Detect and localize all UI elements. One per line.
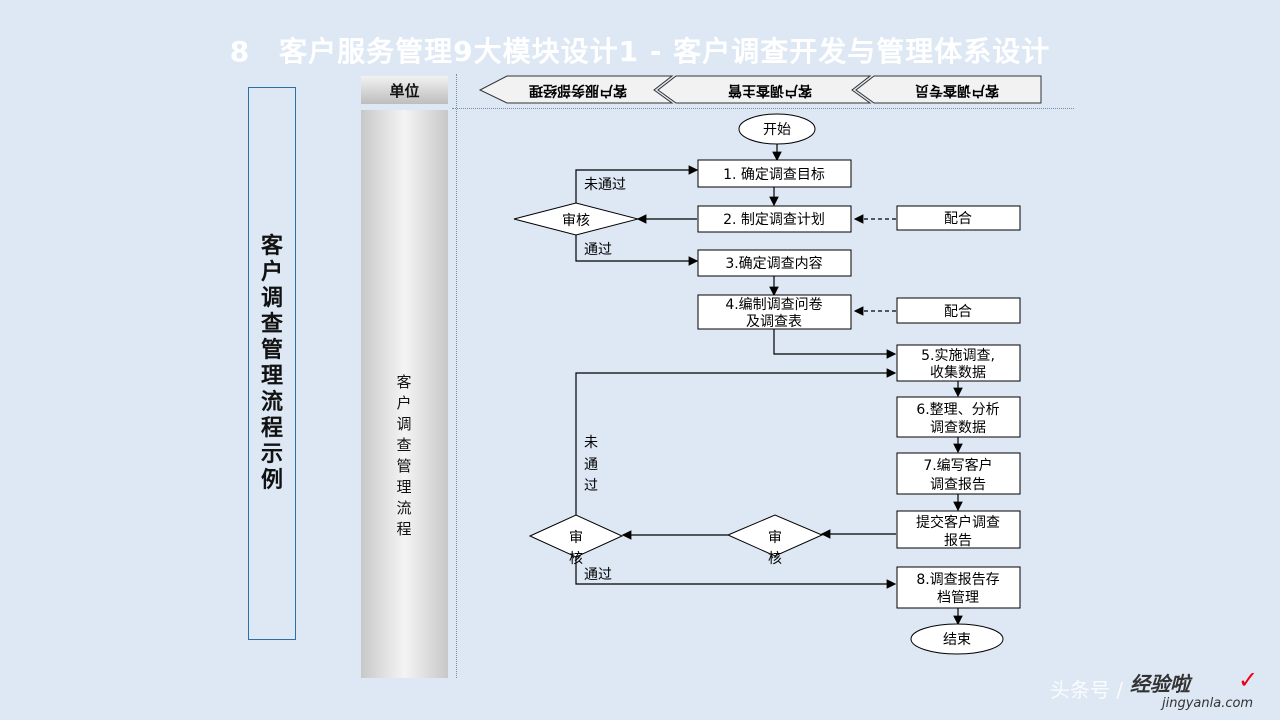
step-5-box	[896, 344, 1021, 382]
step-7-label-a: 7.编写客户	[923, 457, 992, 474]
role-arrow-1	[478, 75, 674, 104]
cooperate-label-2: 配合	[944, 304, 972, 320]
end-node	[910, 623, 1004, 655]
cooperate-box-1	[896, 205, 1021, 231]
review-diamond-1	[513, 202, 639, 236]
edge-pass-1: 通过	[584, 242, 612, 258]
role-label-2: 客户调查主管	[728, 82, 813, 99]
edge-fail-2-a: 未	[584, 435, 598, 451]
step-4-box	[697, 294, 852, 330]
lane-divider-horizontal	[452, 108, 1074, 109]
step-3-label: 3.确定调查内容	[725, 255, 822, 272]
step-4-label-b: 及调查表	[746, 314, 802, 330]
lane-divider-vertical	[456, 74, 457, 678]
left-title-panel: 客户调查管理流程示例	[248, 87, 296, 640]
review-2-label-a: 审	[768, 530, 782, 546]
step-2-label: 2. 制定调查计划	[723, 212, 825, 228]
role-header-bar: 客户服务部经理 客户调查主管 客户调查专员	[478, 75, 1042, 104]
role-label-1: 客户服务部经理	[529, 82, 628, 99]
step-6-label-a: 6.整理、分析	[916, 402, 999, 418]
process-column-label: 客户调查管理流程	[396, 373, 412, 538]
step-1-box	[697, 159, 852, 188]
edge-fail-1: 未通过	[584, 177, 626, 193]
review-3-label-a: 审	[569, 530, 583, 546]
edge-fail-2-c: 过	[584, 478, 598, 494]
unit-header: 单位	[361, 76, 448, 104]
step-4-label-a: 4.编制调查问卷	[725, 297, 822, 313]
submit-label-b: 报告	[944, 533, 972, 549]
step-8-label-a: 8.调查报告存	[916, 572, 999, 588]
edge-fail-2-b: 通	[584, 457, 598, 473]
end-label: 结束	[943, 632, 971, 648]
start-node	[738, 113, 816, 145]
step-7-box	[896, 452, 1021, 495]
step-6-label-b: 调查数据	[930, 420, 986, 436]
process-column: 客户调查管理流程	[361, 110, 448, 678]
slide-title: 8 客户服务管理9大模块设计1 - 客户调查开发与管理体系设计	[229, 35, 1051, 68]
step-5-label-b: 收集数据	[930, 364, 986, 381]
connectors	[575, 143, 963, 626]
check-icon: ✓	[1238, 666, 1259, 694]
step-7-label-b: 调查报告	[930, 477, 986, 493]
review-3-label-b: 核	[569, 551, 583, 567]
left-panel-label: 客户调查管理流程示例	[260, 234, 283, 493]
start-label: 开始	[763, 122, 791, 138]
step-5-label-a: 5.实施调查,	[921, 348, 995, 364]
review-2-label-b: 核	[768, 551, 782, 567]
watermark-brand: 头条号 /	[1050, 678, 1124, 702]
watermark-url: jingyanla.com	[1162, 696, 1254, 711]
review-diamond-2	[726, 514, 824, 557]
role-arrow-3	[855, 75, 1042, 104]
submit-report-box	[896, 510, 1021, 549]
role-label-3: 客户调查专员	[915, 82, 1000, 99]
watermark-site: 经验啦	[1130, 672, 1190, 696]
edge-pass-2: 通过	[584, 567, 612, 583]
step-2-box	[697, 205, 852, 233]
step-1-label: 1. 确定调查目标	[723, 167, 825, 183]
step-6-box	[896, 396, 1021, 438]
submit-label-a: 提交客户调查	[916, 514, 1000, 531]
cooperate-box-2	[896, 297, 1021, 324]
step-8-label-b: 档管理	[937, 590, 979, 606]
step-3-box	[697, 249, 852, 277]
step-8-box	[896, 566, 1021, 609]
review-1-label: 审核	[562, 213, 590, 229]
review-diamond-3	[528, 514, 624, 558]
role-arrow-2	[657, 75, 872, 104]
cooperate-label-1: 配合	[944, 211, 972, 227]
